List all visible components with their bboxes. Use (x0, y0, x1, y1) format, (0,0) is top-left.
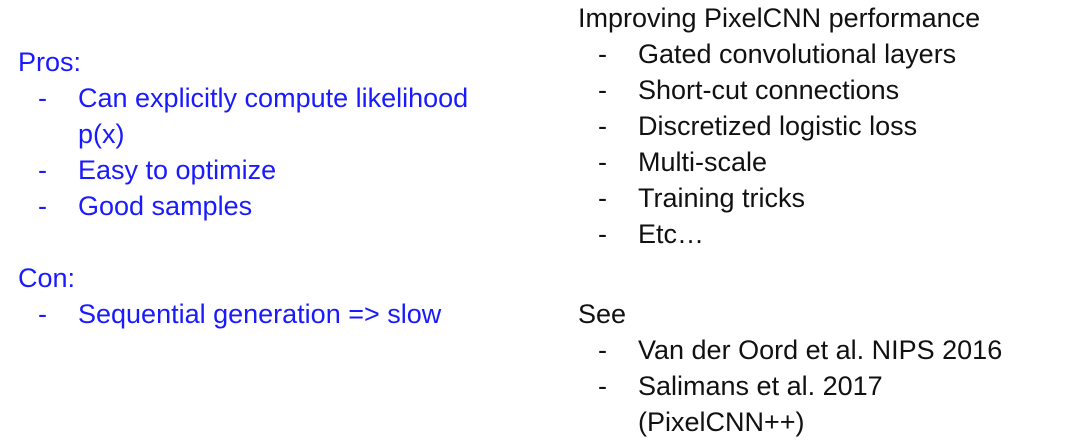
see-list-item: - Salimans et al. 2017 (PixelCNN++) (578, 368, 918, 440)
improve-item-text: Gated convolutional layers (638, 39, 957, 69)
see-item-text: Van der Oord et al. NIPS 2016 (638, 335, 1003, 365)
pros-list-item: - Good samples (18, 188, 538, 224)
improve-item-text: Discretized logistic loss (638, 111, 918, 141)
bullet-dash: - (38, 155, 47, 185)
improve-list-item: - Short-cut connections (578, 72, 1066, 108)
pros-heading: Pros: (18, 47, 82, 77)
see-list: - Van der Oord et al. NIPS 2016 - Salima… (578, 332, 1066, 440)
bullet-dash: - (598, 147, 607, 177)
pros-list: - Can explicitly compute likelihood p(x)… (18, 80, 538, 224)
pros-item-text: Good samples (78, 191, 253, 221)
con-item-text: Sequential generation => slow (78, 299, 442, 329)
bullet-dash: - (38, 191, 47, 221)
bullet-dash: - (38, 299, 47, 329)
improve-list-item: - Multi-scale (578, 144, 1066, 180)
improve-heading: Improving PixelCNN performance (578, 3, 981, 33)
pros-item-text: Easy to optimize (78, 155, 277, 185)
pros-list-item: - Easy to optimize (18, 152, 538, 188)
improve-item-text: Short-cut connections (638, 75, 900, 105)
bullet-dash: - (598, 219, 607, 249)
see-heading: See (578, 299, 627, 329)
improve-list: - Gated convolutional layers - Short-cut… (578, 36, 1066, 252)
see-list-item: - Van der Oord et al. NIPS 2016 (578, 332, 1066, 368)
con-list-item: - Sequential generation => slow (18, 296, 538, 332)
improvements-column: Improving PixelCNN performance - Gated c… (578, 0, 1066, 440)
bullet-dash: - (598, 111, 607, 141)
improve-item-text: Multi-scale (638, 147, 768, 177)
bullet-dash: - (598, 183, 607, 213)
improve-list-item: - Etc… (578, 216, 1066, 252)
bullet-dash: - (598, 75, 607, 105)
see-item-text: Salimans et al. 2017 (PixelCNN++) (638, 371, 883, 437)
bullet-dash: - (598, 39, 607, 69)
pros-cons-column: Pros: - Can explicitly compute likelihoo… (18, 44, 538, 332)
con-list: - Sequential generation => slow (18, 296, 538, 332)
bullet-dash: - (598, 371, 607, 401)
improve-item-text: Etc… (638, 219, 705, 249)
improve-list-item: - Gated convolutional layers (578, 36, 1066, 72)
improve-list-item: - Discretized logistic loss (578, 108, 1066, 144)
improve-list-item: - Training tricks (578, 180, 1066, 216)
pros-list-item: - Can explicitly compute likelihood p(x) (18, 80, 498, 152)
improve-item-text: Training tricks (638, 183, 806, 213)
con-heading: Con: (18, 263, 76, 293)
pros-item-text: Can explicitly compute likelihood p(x) (78, 83, 469, 149)
bullet-dash: - (38, 83, 47, 113)
bullet-dash: - (598, 335, 607, 365)
section-spacer (18, 224, 538, 260)
section-spacer (578, 252, 1066, 296)
